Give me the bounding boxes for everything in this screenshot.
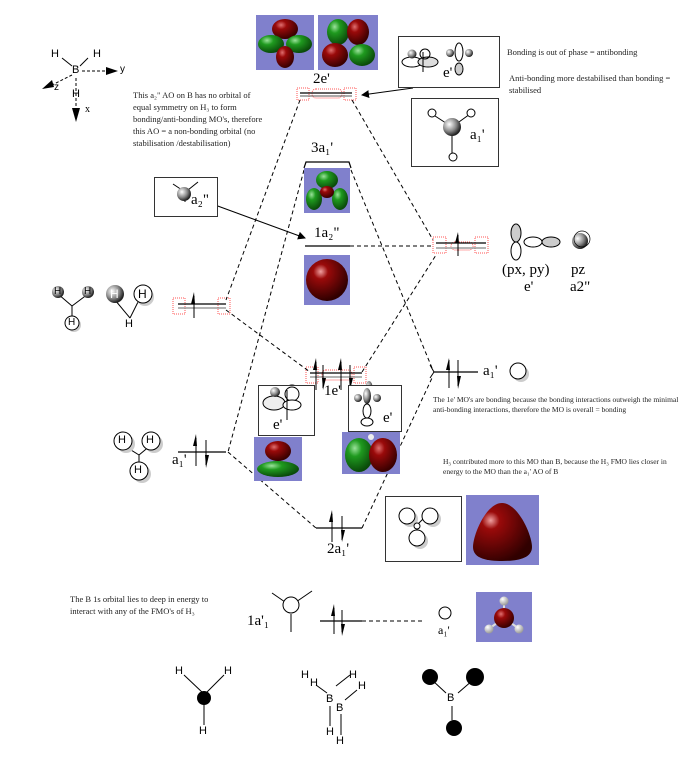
note-out-of-phase: Bonding is out of phase = antibonding: [507, 47, 638, 57]
h-label: H: [310, 677, 318, 689]
y-axis-arrow-icon: [106, 67, 118, 75]
h-label: H: [54, 286, 62, 297]
label-2a1: 2a₁': [327, 541, 350, 557]
h-label: H: [349, 669, 357, 681]
b-1s-a1-orbital-icon: [438, 606, 452, 620]
note-b1s-deep: The B 1s orbital lies to deep in energy …: [70, 594, 209, 616]
mo-image-1a2: [304, 255, 350, 305]
mo-image-2e-a: [256, 15, 314, 70]
mo-image-2e-b: [318, 15, 378, 70]
z-axis-arrow-icon: [42, 80, 54, 89]
e-right-orbital-box: e': [348, 385, 402, 432]
h-label: H: [110, 287, 119, 301]
mo-image-1a1: [476, 592, 532, 642]
e-prime-orbital-box: e': [398, 36, 500, 88]
level-b-p: [432, 232, 489, 256]
label-b-a1: a₁': [483, 363, 498, 379]
level-2e: [296, 87, 357, 101]
x-axis-arrow-icon: [72, 108, 80, 122]
note-h3-contrib: H₃ contributed more to this MO than B, b…: [443, 457, 667, 476]
mo-image-1e-b: [342, 432, 400, 474]
mo-image-1e-a: [254, 437, 302, 481]
arrow-to-1a2: [214, 204, 306, 240]
axis-h3: H: [72, 88, 80, 100]
h-label: H: [118, 434, 126, 446]
level-b-a1: [429, 358, 478, 389]
mo-image-2a1: [466, 495, 539, 565]
a1-bonding-box: [385, 496, 462, 562]
bottom-molecule-b2h6: [315, 674, 358, 735]
label-b-pz: pz: [571, 262, 586, 278]
h-label: H: [326, 726, 334, 738]
h-label: H: [175, 665, 183, 677]
h3-a1-fragment: [113, 431, 163, 483]
note-anti-more-destab: Anti-bonding more destabilised than bond…: [509, 73, 671, 95]
axis-h2: H: [93, 48, 101, 60]
label-1e: 1e': [324, 383, 341, 399]
level-h3-a1: [178, 434, 226, 468]
level-h3-e: [172, 292, 231, 318]
axis-label-x: x: [85, 104, 90, 115]
h-label: H: [224, 665, 232, 677]
e-left-orbital-box: e': [258, 385, 315, 436]
bottom-molecule-bh3-dots: [422, 668, 484, 736]
h-label: H: [199, 725, 207, 737]
label-b1s-a1: a₁': [438, 623, 450, 637]
b-a1-orbital-icon: [509, 362, 527, 380]
h-label: H: [125, 318, 133, 330]
level-3a1: [303, 161, 352, 169]
b-label: B: [326, 693, 334, 705]
label-h3-a1: a₁': [172, 452, 187, 468]
bottom-molecule-h3-b: [183, 674, 225, 725]
a1-orbital-box: a₁': [411, 98, 499, 167]
label-2e: 2e': [313, 71, 330, 87]
h-label: H: [336, 735, 344, 747]
mo-image-3a1: [304, 168, 350, 213]
h-label: H: [301, 669, 309, 681]
correlation-lines: [225, 99, 437, 529]
b-label: B: [336, 702, 344, 714]
h-label: H: [84, 286, 92, 297]
a2-orbital-box: a₂": [154, 177, 218, 217]
level-2a1: [316, 510, 362, 542]
label-b-a2: a2": [570, 279, 591, 295]
h3-e-fragments: [52, 284, 154, 332]
h-label: H: [134, 464, 142, 476]
note-1e-bonding: The 1e' MO's are bonding because the bon…: [433, 395, 679, 414]
b-label: B: [447, 692, 455, 704]
axis-diagram: [42, 57, 118, 122]
h-label: H: [68, 317, 76, 328]
label-1a2: 1a₂": [314, 225, 340, 241]
level-1a1: [320, 604, 424, 636]
label-b-e: e': [524, 279, 534, 295]
h-label: H: [146, 434, 154, 446]
axis-b: B: [72, 64, 80, 76]
label-1a1: 1a'₁: [247, 613, 270, 629]
label-3a1: 3a₁': [311, 140, 334, 156]
level-1e: [305, 358, 367, 390]
b-1s-sketch: [271, 590, 313, 632]
label-b-pxpy: (px, py): [502, 262, 550, 278]
axis-label-z: z: [54, 82, 59, 93]
b-p-orbitals: [510, 223, 591, 261]
axis-label-y: y: [120, 64, 125, 75]
note-a2-nonbonding: This a₂" AO on B has no orbital of equal…: [133, 90, 263, 148]
h-label: H: [358, 680, 366, 692]
arrow-to-2e: [361, 87, 414, 99]
h-label: H: [138, 287, 147, 301]
axis-h1: H: [51, 48, 59, 60]
